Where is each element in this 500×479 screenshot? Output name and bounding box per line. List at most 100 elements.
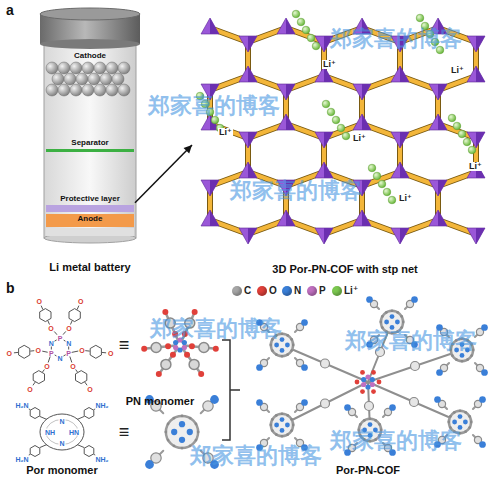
node-pyramid-face	[248, 132, 257, 148]
legend-label: Li⁺	[344, 286, 358, 296]
model-porphyrin-core-nitrogen	[187, 429, 193, 435]
model-ring-atom	[177, 347, 182, 352]
cathode-particle	[118, 84, 130, 96]
framework-porphyrin-carbon	[379, 321, 382, 324]
framework-porphyrin-core-nitrogen	[280, 348, 285, 353]
li-ion-sphere	[453, 122, 461, 130]
bond	[40, 445, 47, 448]
framework-porphyrin-carbon	[290, 418, 293, 421]
atom-label: O	[65, 324, 72, 331]
framework-porphyrin-core-nitrogen	[285, 423, 290, 428]
atom-label: O	[43, 362, 50, 369]
framework-arm	[368, 382, 460, 422]
framework-porphyrin-nitrogen	[344, 404, 351, 411]
atom-label: H₂N	[14, 402, 29, 409]
node-pyramid-face	[210, 210, 219, 226]
framework-arm	[282, 382, 368, 425]
ion-label: Li⁺	[468, 162, 483, 171]
equivalence-sign: ≡	[119, 336, 130, 354]
atom-label: O	[78, 347, 85, 354]
framework-porphyrin-nitrogen	[301, 399, 308, 406]
bond	[94, 409, 95, 411]
framework-core-atom	[361, 377, 366, 382]
ion-label: Li⁺	[352, 134, 367, 143]
porphyrin-ring	[40, 414, 84, 450]
phenyl-ring	[90, 345, 101, 358]
framework-porphyrin-core-nitrogen	[274, 423, 279, 428]
framework-porphyrin-core-nitrogen	[452, 420, 457, 425]
model-porphyrin-carbon	[164, 431, 167, 434]
framework-porphyrin-nitrogen	[389, 404, 396, 411]
framework-porphyrin-carbon	[391, 309, 394, 312]
framework-porphyrin-carbon	[286, 433, 289, 436]
node-pyramid-face	[286, 114, 295, 130]
model-phenyl	[199, 343, 209, 353]
li-ion-sphere	[322, 100, 330, 108]
framework-porphyrin-core-nitrogen	[460, 353, 465, 358]
model-stick	[182, 348, 200, 372]
model-porphyrin-core-nitrogen	[179, 421, 185, 427]
framework-porphyrin-carbon	[466, 358, 469, 361]
framework-porphyrin-carbon	[275, 353, 278, 356]
anode-layer: Anode	[46, 214, 134, 227]
node-pyramid-face	[248, 66, 257, 82]
monomer-caption: PN monomer	[126, 396, 194, 407]
phenyl-ring	[30, 408, 40, 419]
framework-porphyrin-carbon	[269, 424, 272, 427]
framework-core-atom	[370, 382, 375, 387]
model-porphyrin-carbon	[167, 439, 170, 442]
node-pyramid	[239, 132, 257, 148]
bond	[78, 445, 85, 448]
atom-label: O	[107, 350, 114, 357]
model-ring-atom	[182, 345, 187, 350]
cathode-particle	[46, 84, 58, 96]
framework-porphyrin-carbon	[468, 426, 471, 429]
cathode-particle	[94, 84, 106, 96]
framework-porphyrin-carbon	[286, 334, 289, 337]
framework-porphyrin-carbon	[470, 354, 473, 357]
li-ion-sphere	[302, 26, 310, 34]
phenyl-ring	[30, 446, 40, 457]
framework-porphyrin-nitrogen	[479, 441, 486, 448]
watermark: 郑家喜的博客	[190, 445, 322, 467]
battery-body	[44, 44, 136, 238]
node-pyramid-face	[438, 84, 447, 100]
node-label: Separator	[46, 138, 134, 148]
node-pyramid-face	[286, 84, 295, 100]
node-pyramid-face	[476, 228, 485, 244]
li-ion-sphere	[388, 196, 396, 204]
node-pyramid	[239, 66, 257, 82]
watermark: 郑家喜的博客	[230, 180, 362, 202]
framework-core-atom	[361, 382, 366, 387]
legend-item: O	[257, 286, 277, 296]
framework-porphyrin-carbon	[290, 338, 293, 341]
framework-porphyrin-carbon	[400, 326, 403, 329]
node-label: Anode	[46, 214, 134, 224]
framework-porphyrin-nitrogen	[479, 396, 486, 403]
battery-housing: Li metal batteryCathodeSeparatorProtecti…	[38, 10, 142, 274]
equivalence-sign: ≡	[119, 423, 130, 441]
phenyl-ring	[84, 408, 94, 419]
model-porphyrin-core-nitrogen	[179, 437, 185, 443]
node-pyramid-face	[286, 210, 295, 226]
li-ion-sphere	[292, 10, 300, 18]
model-oxygen	[165, 343, 171, 349]
model-oxygen	[189, 343, 195, 349]
framework-porphyrin-core-nitrogen	[384, 320, 389, 325]
framework-porphyrin-carbon	[286, 414, 289, 417]
node-pyramid-face	[324, 228, 333, 244]
framework-porphyrin-carbon	[468, 415, 471, 418]
node-pyramid	[353, 84, 371, 100]
framework-porphyrin-carbon	[400, 315, 403, 318]
framework-phenyl	[411, 362, 420, 371]
li-ion-sphere	[378, 180, 386, 188]
legend-label: N	[294, 286, 301, 296]
framework-porphyrin-nitrogen	[301, 364, 308, 371]
model-ring-atom	[173, 340, 178, 345]
framework-oxygen	[355, 380, 360, 385]
framework-porphyrin-carbon	[381, 315, 384, 318]
cathode-layer: Cathode	[46, 51, 134, 62]
atom-label: NH	[44, 429, 56, 436]
